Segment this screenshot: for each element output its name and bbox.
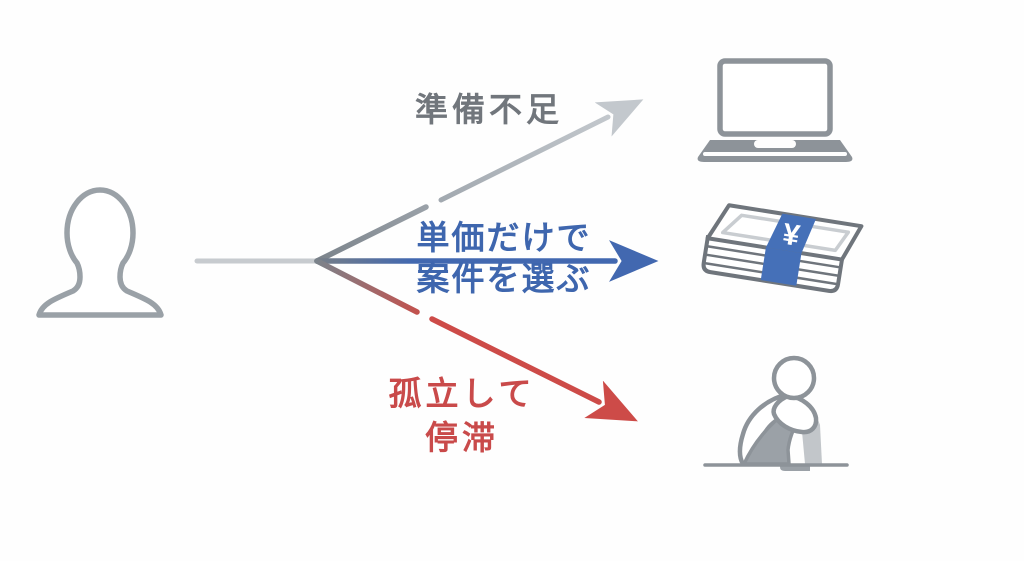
branch-label-middle-line1: 単価だけで: [416, 219, 592, 256]
yen-symbol: ¥: [780, 218, 802, 253]
arrow-bottom: [314, 258, 638, 422]
branch-label-bottom-line2: 停滞: [424, 419, 499, 456]
person-bust-icon: [36, 187, 164, 318]
branch-label-middle: 単価だけで 案件を選ぶ: [417, 217, 592, 299]
money-stack-icon: ¥: [701, 203, 864, 294]
laptop-icon: [697, 58, 853, 162]
branch-label-bottom-line1: 孤立して: [388, 375, 536, 412]
sitting-person-icon: [703, 355, 849, 471]
branch-label-top-line1: 準備不足: [415, 91, 563, 128]
branch-label-top: 準備不足: [415, 90, 563, 130]
branch-label-bottom: 孤立して 停滞: [388, 372, 535, 460]
arrow-top: [314, 99, 644, 264]
branch-label-middle-line2: 案件を選ぶ: [416, 260, 592, 297]
